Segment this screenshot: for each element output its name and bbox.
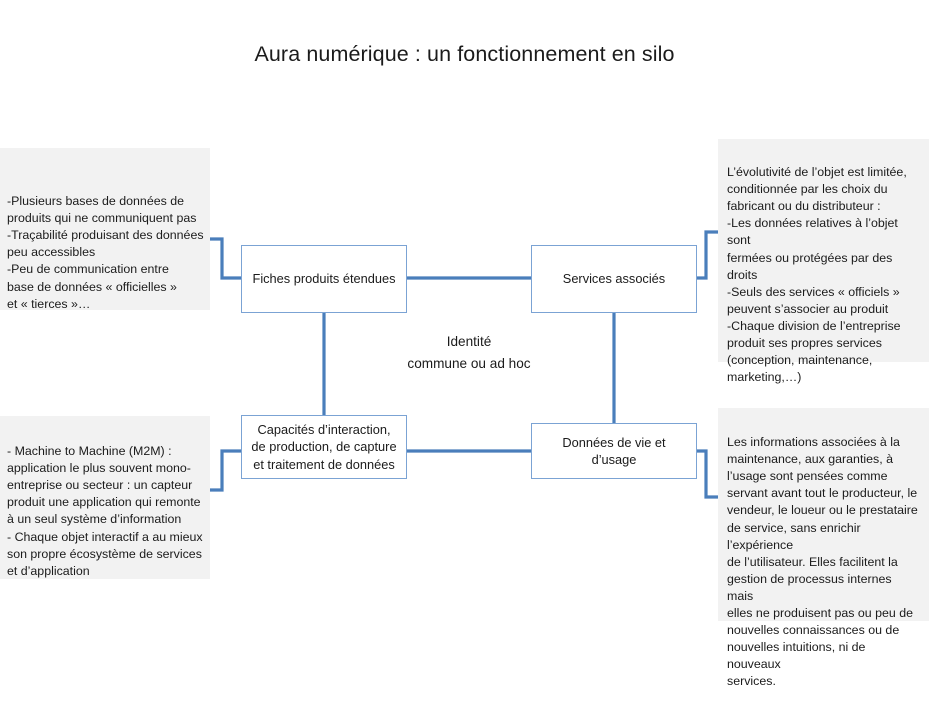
note-panel-top-left: -Plusieurs bases de données de produits … [0,148,210,311]
callout-bottom-left [210,449,241,492]
centre-caption-line1: Identité [446,334,492,349]
callout-bottom-right [697,449,718,499]
node-capacites-interaction: Capacités d’interaction, de production, … [241,415,407,479]
node-label: Fiches produits étendues [252,271,396,287]
callout-top-right [697,230,718,280]
centre-caption-line2: commune ou ad hoc [407,356,531,371]
note-panel-top-right: L’évolutivité de l’objet est limitée, co… [718,139,929,384]
note-text-bottom-right: Les informations associées à la maintena… [727,435,918,689]
note-panel-bottom-right: Les informations associées à la maintena… [718,408,929,688]
node-fiches-produits-etendues: Fiches produits étendues [241,245,407,313]
centre-caption: Identité commune ou ad hoc [379,331,559,375]
note-text-top-left: -Plusieurs bases de données de produits … [7,194,204,311]
note-text-top-right: L’évolutivité de l’objet est limitée, co… [727,165,907,385]
note-panel-bottom-left: - Machine to Machine (M2M) : application… [0,416,210,579]
node-services-associes: Services associés [531,245,697,313]
page-title: Aura numérique : un fonctionnement en si… [254,42,675,66]
node-label: Capacités d’interaction, de production, … [251,421,397,472]
callout-top-left [210,237,241,280]
node-label: Données de vie et d’usage [562,434,666,468]
node-label: Services associés [562,271,666,287]
note-text-bottom-left: - Machine to Machine (M2M) : application… [7,444,203,578]
node-donnees-vie-usage: Données de vie et d’usage [531,423,697,479]
